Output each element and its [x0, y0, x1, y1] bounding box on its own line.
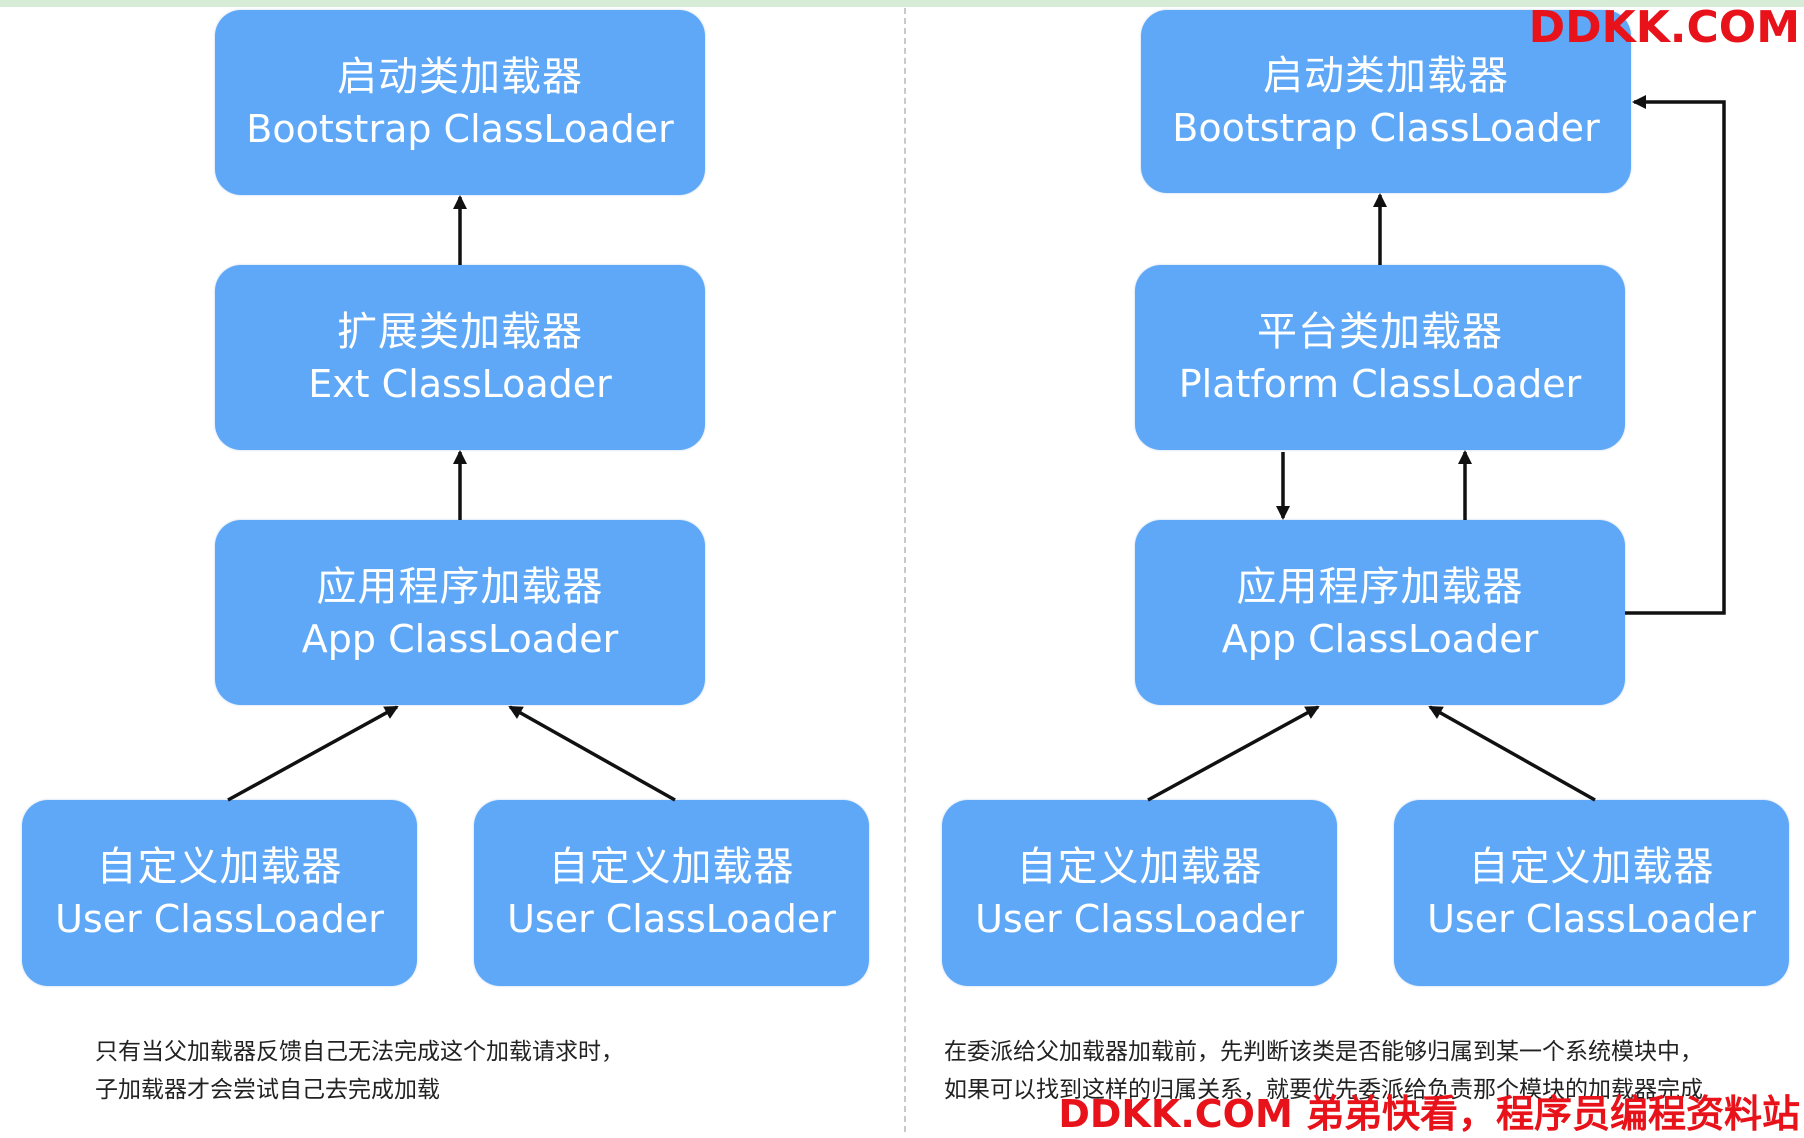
arrow-left-user2-to-app [508, 705, 676, 802]
box-title-en: User ClassLoader [507, 897, 836, 941]
watermark-top: DDKK.COM [1528, 2, 1800, 53]
arrow-right-app-to-bootstrap [1625, 95, 1726, 615]
left-user-classloader-box-1: 自定义加载器 User ClassLoader [22, 800, 417, 986]
right-bootstrap-classloader-box: 启动类加载器 Bootstrap ClassLoader [1141, 10, 1631, 193]
box-title-zh: 应用程序加载器 [1236, 563, 1524, 610]
box-title-zh: 自定义加载器 [96, 844, 343, 890]
box-title-en: Bootstrap ClassLoader [1172, 105, 1600, 150]
box-title-en: User ClassLoader [975, 897, 1304, 941]
box-title-en: App ClassLoader [301, 616, 619, 661]
left-bootstrap-classloader-box: 启动类加载器 Bootstrap ClassLoader [215, 10, 705, 195]
right-user-classloader-box-1: 自定义加载器 User ClassLoader [942, 800, 1337, 986]
left-note: 只有当父加载器反馈自己无法完成这个加载请求时， 子加载器才会尝试自己去完成加载 [95, 1033, 875, 1109]
right-user-classloader-box-2: 自定义加载器 User ClassLoader [1394, 800, 1789, 986]
right-app-classloader-box: 应用程序加载器 App ClassLoader [1135, 520, 1625, 705]
right-note: 在委派给父加载器加载前，先判断该类是否能够归属到某一个系统模块中， 如果可以找到… [944, 1033, 1804, 1109]
box-title-zh: 平台类加载器 [1257, 308, 1503, 355]
right-note-line-2: 如果可以找到这样的归属关系，就要优先委派给负责那个模块的加载器完成 [944, 1077, 1703, 1103]
box-title-zh: 自定义加载器 [548, 844, 795, 890]
left-ext-classloader-box: 扩展类加载器 Ext ClassLoader [215, 265, 705, 450]
watermark-bottom: DDKK.COM 弟弟快看，程序员编程资料站 [1058, 1092, 1800, 1136]
right-platform-classloader-box: 平台类加载器 Platform ClassLoader [1135, 265, 1625, 450]
box-title-zh: 自定义加载器 [1468, 844, 1715, 890]
box-title-zh: 扩展类加载器 [337, 308, 583, 355]
left-app-classloader-box: 应用程序加载器 App ClassLoader [215, 520, 705, 705]
box-title-en: Platform ClassLoader [1178, 361, 1582, 406]
box-title-zh: 启动类加载器 [337, 53, 583, 100]
right-note-line-1: 在委派给父加载器加载前，先判断该类是否能够归属到某一个系统模块中， [944, 1039, 1703, 1065]
box-title-en: Bootstrap ClassLoader [246, 106, 674, 151]
arrow-right-user1-to-app [1147, 705, 1320, 802]
arrow-left-user1-to-app [227, 705, 399, 802]
box-title-en: User ClassLoader [55, 897, 384, 941]
box-title-en: Ext ClassLoader [308, 361, 612, 406]
left-note-line-2: 子加载器才会尝试自己去完成加载 [95, 1077, 440, 1103]
box-title-zh: 自定义加载器 [1016, 844, 1263, 890]
top-strip [0, 0, 1804, 7]
left-user-classloader-box-2: 自定义加载器 User ClassLoader [474, 800, 869, 986]
panel-divider [904, 8, 906, 1132]
left-note-line-1: 只有当父加载器反馈自己无法完成这个加载请求时， [95, 1039, 624, 1065]
box-title-en: App ClassLoader [1221, 616, 1539, 661]
arrow-right-user2-to-app [1428, 705, 1596, 802]
box-title-zh: 启动类加载器 [1263, 52, 1509, 99]
box-title-en: User ClassLoader [1427, 897, 1756, 941]
box-title-zh: 应用程序加载器 [316, 563, 604, 610]
